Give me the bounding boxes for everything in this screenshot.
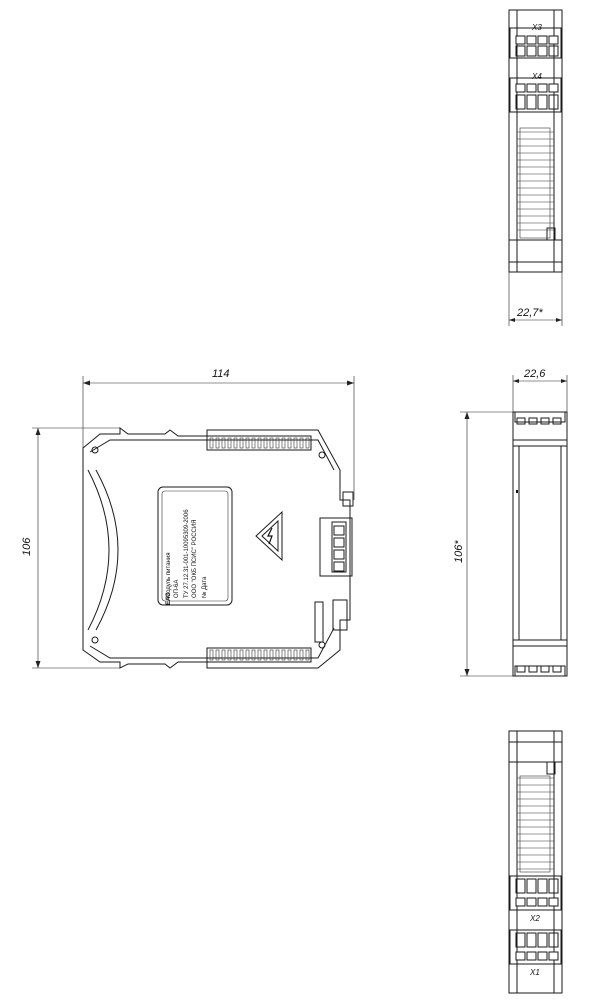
terminal-block-x4 xyxy=(509,77,562,113)
dimension-text-front-height: 106* xyxy=(453,540,465,563)
ventilation-ribs-top xyxy=(517,127,554,239)
connector-label-x4: X4 xyxy=(531,72,542,81)
top-view: X3 X4 22,7* xyxy=(508,9,563,326)
ventilation-ribs-upper xyxy=(206,435,312,451)
dimension-side-width: 114 xyxy=(82,368,355,500)
side-view: 114 106 Модуль пит xyxy=(21,368,355,669)
ventilation-ribs-lower xyxy=(206,647,312,663)
dimension-text-side-height: 106 xyxy=(21,537,33,556)
dimension-text-front-width: 22,6 xyxy=(523,368,546,380)
ventilation-ribs-bottom xyxy=(517,775,554,873)
dimension-front-height: 106* xyxy=(453,411,513,677)
eac-mark: ЕАС xyxy=(166,592,172,605)
connector-label-x2: X2 xyxy=(529,914,540,923)
terminal-block-x2 xyxy=(509,875,562,911)
side-terminal xyxy=(314,491,354,643)
high-voltage-icon xyxy=(255,510,283,562)
connector-label-x1: X1 xyxy=(529,968,540,977)
label-line-3: ТУ 27.12.31-001-10095309-2006 xyxy=(184,509,190,598)
dimension-text-side-width: 114 xyxy=(212,368,230,380)
label-line-5: № Дата xyxy=(201,576,208,598)
product-label: Модуль питания ОП-6А ТУ 27.12.31-001-100… xyxy=(157,486,233,606)
dimension-front-width: 22,6 xyxy=(512,368,568,412)
terminal-block-x3 xyxy=(509,27,562,59)
front-view: 22,6 106* xyxy=(453,368,568,677)
label-line-2: ОП-6А xyxy=(174,580,180,598)
label-line-1: Модуль питания xyxy=(166,553,172,598)
terminal-block-x1 xyxy=(509,929,562,965)
label-line-4: ООО "ОКБ ПСИС" РОССИЯ xyxy=(192,519,198,598)
bottom-view: X2 X1 xyxy=(508,730,563,994)
dimension-text-top-width: 22,7* xyxy=(516,307,543,319)
dimension-side-height: 106 xyxy=(21,427,120,669)
dimension-top-width: 22,7* xyxy=(508,272,563,326)
connector-label-x3: X3 xyxy=(531,23,542,32)
